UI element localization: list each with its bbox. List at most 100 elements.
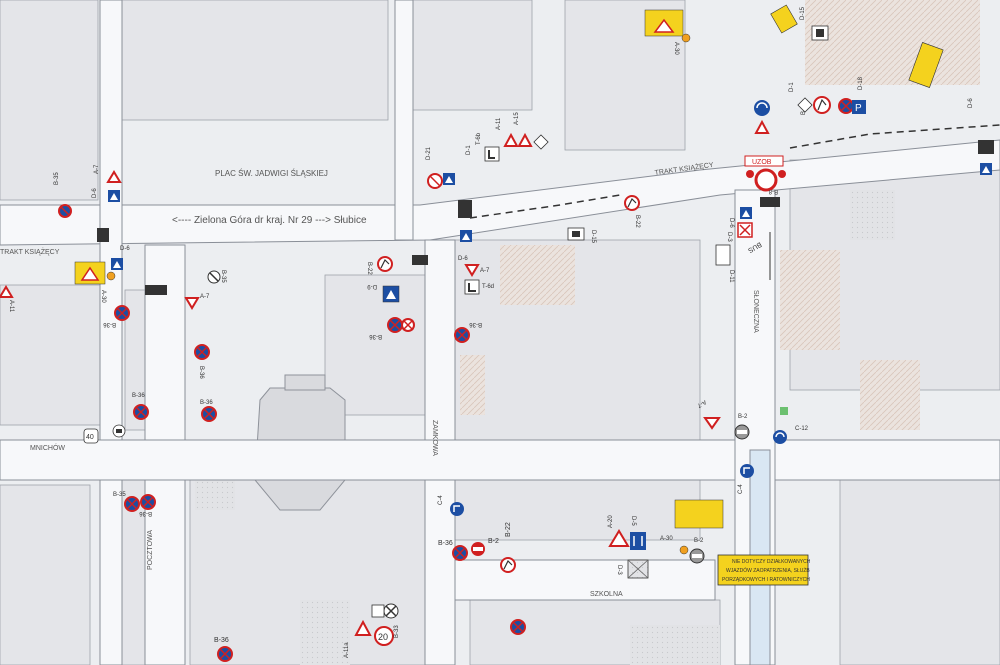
sign-d15: D-15 (567, 227, 596, 244)
sign-d5-code: D-5 (630, 516, 636, 526)
sign-d11: D-11 (715, 244, 734, 283)
sign-b2-d-code: B-2 (488, 538, 499, 545)
uzob-label: UZOB (752, 159, 772, 166)
sign-d1-code: D-1 (466, 145, 472, 155)
sign-d3: D-3 (726, 222, 753, 242)
yellow-note-line-2: WJAZDÓW ZAOPATRZENIA, SŁUŻB (726, 567, 810, 574)
sign-a7-d-code: A-7 (695, 398, 707, 408)
sign-d21-code: D-21 (426, 146, 432, 160)
sign-a20: A-20 (608, 515, 630, 547)
sign-t6d-code: T-6d (482, 284, 494, 290)
mile-marker-value: 40 (86, 434, 94, 441)
sign-d6-d: D-6 (458, 230, 472, 262)
sign-a7-c-code: A-7 (480, 268, 490, 274)
sign-d6-d-code: D-6 (458, 256, 468, 262)
speed-limit-value: 20 (378, 632, 388, 642)
sign-b22-a: B-22 (366, 256, 393, 275)
sign-a7-a: A-7 (94, 164, 122, 183)
sign-b36-a-code: B-36 (103, 321, 116, 327)
sign-b2-e: B-2 (689, 538, 705, 564)
sign-d15-b-code: D-15 (800, 6, 806, 20)
hatched-areas (195, 0, 980, 665)
label-pocztowa: POCZTOWA (147, 530, 154, 570)
sign-b22-c-code: B-22 (505, 522, 512, 537)
sign-d3-b-code: D-3 (616, 565, 622, 575)
sign-b36-j: B-36 (214, 637, 233, 662)
sign-a11: A-11 (0, 285, 14, 313)
label-route: <---- Zielona Góra dr kraj. Nr 29 ---> S… (172, 215, 367, 226)
sign-b33: 20 B-33 (374, 625, 400, 646)
label-szkolna: SZKOLNA (590, 591, 623, 598)
sign-d1-b-code: D-1 (789, 82, 795, 92)
sign-b36-i: B-36 (438, 540, 468, 561)
sign-b35-c: B-35 (113, 492, 140, 512)
sign-b2-e-code: B-2 (694, 538, 704, 544)
sign-b36-e-code: B-36 (139, 510, 152, 516)
sign-d6-b: D-6 (111, 246, 130, 270)
label-sloneczna: SŁONECZNA (752, 290, 759, 333)
sign-d6-f: D-6 (968, 98, 992, 175)
sign-b36-c-code: B-36 (200, 400, 213, 406)
sign-b22-a-code: B-22 (366, 262, 372, 275)
label-trakt-left: TRAKT KSIĄŻĘCY (0, 247, 60, 256)
sign-d6-e: D-6 (728, 207, 752, 228)
sign-d1: D-1 (466, 134, 549, 155)
sign-b35-b: B-35 (207, 270, 226, 284)
sign-c2 (371, 603, 399, 619)
zebra-crossings (97, 140, 994, 295)
sign-b36-e: B-36 (139, 494, 156, 516)
sign-b36-j-code: B-36 (214, 637, 229, 644)
sign-d1-b: D-1 (789, 82, 813, 113)
sign-a30-a: A-30 (74, 261, 116, 303)
sign-mile-40: 40 (83, 424, 126, 444)
sign-c12: C-12 (773, 426, 809, 444)
sign-a15: A-15 (514, 112, 533, 147)
sign-c4-a: C-4 (438, 495, 464, 516)
sign-a7-a-code: A-7 (94, 164, 100, 174)
sign-b35-c-code: B-35 (113, 492, 126, 498)
sign-t6d: T-6d (464, 279, 494, 295)
sign-b36-h (838, 98, 854, 114)
sign-a15-code: A-15 (514, 112, 520, 125)
sign-d3-code: D-3 (726, 232, 732, 242)
sign-b36-a: B-36 (103, 305, 130, 327)
sign-a7-b: A-7 (184, 294, 210, 310)
sign-a30-b: A-30 (644, 9, 691, 55)
sign-b36-f-code: B-36 (369, 333, 382, 339)
sign-a7-c: A-7 (464, 264, 490, 277)
sign-a7-b-code: A-7 (200, 294, 210, 300)
sign-d15-code: D-15 (590, 230, 596, 244)
sign-c4-b-code: C-4 (738, 484, 744, 494)
sign-a30-a-code: A-30 (100, 290, 106, 303)
sign-d6-f-code: D-6 (968, 98, 974, 108)
sign-a11a: A-11a (344, 619, 372, 658)
sign-b35-a-code: B-35 (54, 172, 60, 185)
sign-d6-a: D-6 (92, 188, 120, 202)
sign-b36-d-code: B-36 (132, 393, 145, 399)
sign-b8-code: B-8 (768, 188, 778, 194)
sign-b2-d: B-2 (471, 538, 499, 556)
sign-d18: P D-18 (852, 76, 866, 114)
sign-a30-b-code: A-30 (673, 42, 679, 55)
sign-b2-c: B-2 (734, 414, 750, 440)
sign-d9-code: D-9 (367, 283, 377, 289)
sign-a20-code: A-20 (608, 515, 614, 528)
sign-a11-b-code: A-11 (496, 117, 502, 130)
sign-b36-c: B-36 (200, 400, 217, 422)
sign-a30-c-code: A-30 (660, 536, 673, 542)
label-zamkowa: ZAMKOWA (431, 420, 438, 456)
sign-b36-k (510, 619, 526, 635)
label-mnichow: MNICHÓW (30, 443, 65, 452)
sign-b36-d: B-36 (132, 393, 149, 420)
sign-d11-code: D-11 (728, 270, 734, 283)
sign-a11a-code: A-11a (344, 642, 350, 658)
sign-t6b-code: T-6b (476, 132, 482, 145)
sign-b35-b-code: B-35 (220, 270, 226, 283)
sign-b36-g: B-36 (454, 321, 482, 343)
sign-a11-code: A-11 (8, 300, 14, 313)
sign-b22-b-code: B-22 (634, 215, 640, 228)
sign-d21: D-21 (426, 146, 443, 189)
label-plac: PLAC ŚW. JADWIGI ŚLĄSKIEJ (215, 169, 328, 178)
sign-d18-code: D-18 (858, 76, 864, 90)
